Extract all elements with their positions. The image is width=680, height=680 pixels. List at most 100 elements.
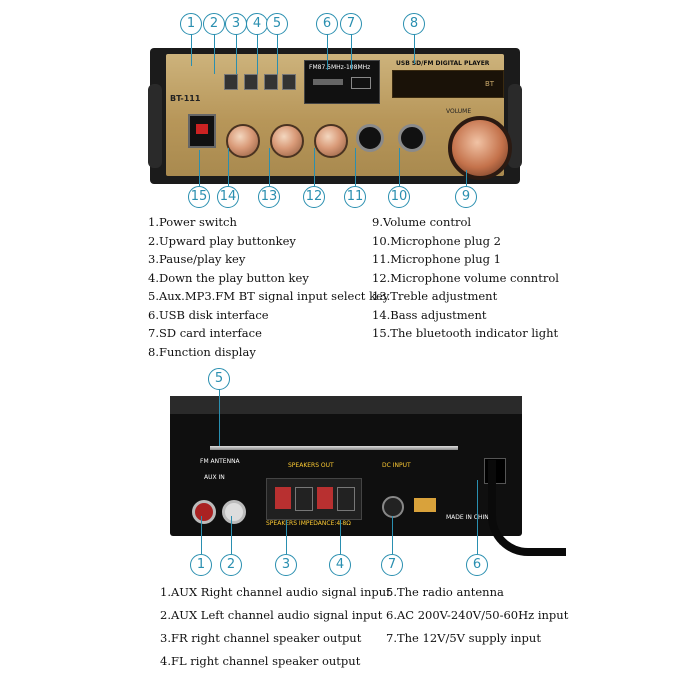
dc-jack	[382, 496, 404, 518]
callout-back-4: 4	[329, 554, 351, 576]
legend-item: 7.The 12V/5V supply input	[386, 631, 541, 645]
back-legend-left: 1.AUX Right channel audio signal input 2…	[160, 581, 391, 673]
back-panel-device: FM ANTENNA AUX IN SPEAKERS OUT SPEAKERS …	[170, 396, 522, 536]
legend-item: 2.AUX Left channel audio signal input	[160, 608, 383, 622]
legend-item: 8.Function display	[148, 344, 256, 359]
bt-label: BT	[485, 80, 495, 88]
callout-4: 4	[246, 13, 268, 35]
callout-back-3: 3	[275, 554, 297, 576]
legend-item: 2.Upward play buttonkey	[148, 233, 296, 248]
bass-knob	[226, 124, 260, 158]
sd-slot	[351, 77, 371, 89]
fm-antenna-label: FM ANTENNA	[200, 458, 240, 465]
back-legend-right: 5.The radio antenna 6.AC 200V-240V/50-60…	[386, 581, 568, 650]
leader-line	[231, 516, 232, 554]
leader-line	[414, 34, 415, 64]
legend-item: 11.Microphone plug 1	[372, 252, 501, 266]
callout-14: 14	[217, 186, 239, 208]
legend-item: 3.Pause/play key	[148, 252, 246, 266]
legend-item: 7.SD card interface	[148, 326, 262, 340]
callout-11: 11	[344, 186, 366, 208]
fl-terminal-black	[337, 487, 355, 511]
function-display: BT	[392, 70, 504, 98]
leader-line	[351, 34, 352, 70]
aux-right-jack	[192, 500, 216, 524]
legend-item: 4.FL right channel speaker output	[160, 654, 361, 668]
leader-line	[236, 34, 237, 74]
mode-button	[282, 74, 296, 90]
front-legend-left: 1.Power switch 2.Upward play buttonkey 3…	[148, 213, 389, 361]
front-gold-faceplate: BT-111 FM87.5MHz-108MHz USB SD/FM DIGITA…	[166, 54, 512, 180]
leader-line	[477, 480, 478, 554]
pause-button	[244, 74, 258, 90]
legend-item: 15.The bluetooth indicator light	[372, 326, 559, 340]
callout-9: 9	[455, 186, 477, 208]
callout-8: 8	[403, 13, 425, 35]
impedance-label: SPEAKERS IMPEDANCE:4-8Ω	[266, 520, 351, 527]
leader-line	[257, 34, 258, 74]
callout-back-2: 2	[220, 554, 242, 576]
callout-back-1: 1	[190, 554, 212, 576]
legend-item: 14.Bass adjustment	[372, 307, 487, 322]
leader-line	[199, 150, 200, 186]
dc-input-label: DC INPUT	[382, 462, 411, 469]
mic-plug-2	[398, 124, 426, 152]
legend-item: 5.Aux.MP3.FM BT signal input select key	[148, 289, 390, 303]
leader-line	[340, 520, 341, 554]
legend-item: 9.Volume control	[372, 215, 472, 229]
fl-terminal-red	[317, 487, 333, 509]
callout-7: 7	[340, 13, 362, 35]
callout-3: 3	[225, 13, 247, 35]
mic-plug-1	[356, 124, 384, 152]
model-label: BT-111	[170, 94, 201, 103]
callout-back-5: 5	[208, 368, 230, 390]
leader-line	[228, 148, 229, 186]
usb-sd-module: FM87.5MHz-108MHz	[304, 60, 380, 104]
fr-terminal-red	[275, 487, 291, 509]
volume-knob	[448, 116, 512, 180]
leader-line	[201, 516, 202, 554]
callout-13: 13	[258, 186, 280, 208]
callout-6: 6	[316, 13, 338, 35]
legend-item: 13.Treble adjustment	[372, 289, 498, 303]
fm-range-label: FM87.5MHz-108MHz	[309, 64, 371, 71]
speakers-out-label: SPEAKERS OUT	[288, 462, 334, 469]
callout-back-6: 6	[466, 554, 488, 576]
legend-item: 3.FR right channel speaker output	[160, 631, 362, 645]
leader-line	[314, 148, 315, 186]
legend-item: 1.AUX Right channel audio signal input	[160, 585, 391, 599]
ac-power-cable	[488, 460, 566, 556]
front-legend-right: 9.Volume control 10.Microphone plug 2 11…	[372, 213, 559, 343]
legend-item: 10.Microphone plug 2	[372, 233, 501, 248]
callout-5: 5	[266, 13, 288, 35]
front-panel-device: BT-111 FM87.5MHz-108MHz USB SD/FM DIGITA…	[148, 48, 522, 184]
aux-in-label: AUX IN	[204, 474, 225, 481]
made-in-label: MADE IN CHINA	[446, 514, 493, 521]
leader-line	[191, 34, 192, 66]
callout-10: 10	[388, 186, 410, 208]
callout-2: 2	[203, 13, 225, 35]
warning-sticker	[414, 498, 436, 512]
legend-item: 4.Down the play button key	[148, 270, 309, 285]
leader-line	[277, 34, 278, 74]
usb-slot	[313, 79, 343, 85]
down-button	[264, 74, 278, 90]
legend-item: 6.USB disk interface	[148, 307, 269, 322]
leader-line	[219, 388, 220, 446]
callout-back-7: 7	[381, 554, 403, 576]
leader-line	[286, 520, 287, 554]
legend-item: 12.Microphone volume conntrol	[372, 270, 559, 285]
leader-line	[327, 34, 328, 70]
leader-line	[392, 516, 393, 554]
radio-antenna-rod	[210, 446, 458, 450]
callout-1: 1	[180, 13, 202, 35]
leader-line	[269, 148, 270, 186]
leader-line	[214, 34, 215, 74]
player-label: USB SD/FM DIGITAL PLAYER	[396, 60, 490, 67]
volume-label: VOLUME	[446, 108, 472, 115]
speaker-terminals	[266, 478, 362, 520]
callout-15: 15	[188, 186, 210, 208]
leader-line	[466, 170, 467, 186]
left-handle	[148, 84, 162, 168]
up-button	[224, 74, 238, 90]
